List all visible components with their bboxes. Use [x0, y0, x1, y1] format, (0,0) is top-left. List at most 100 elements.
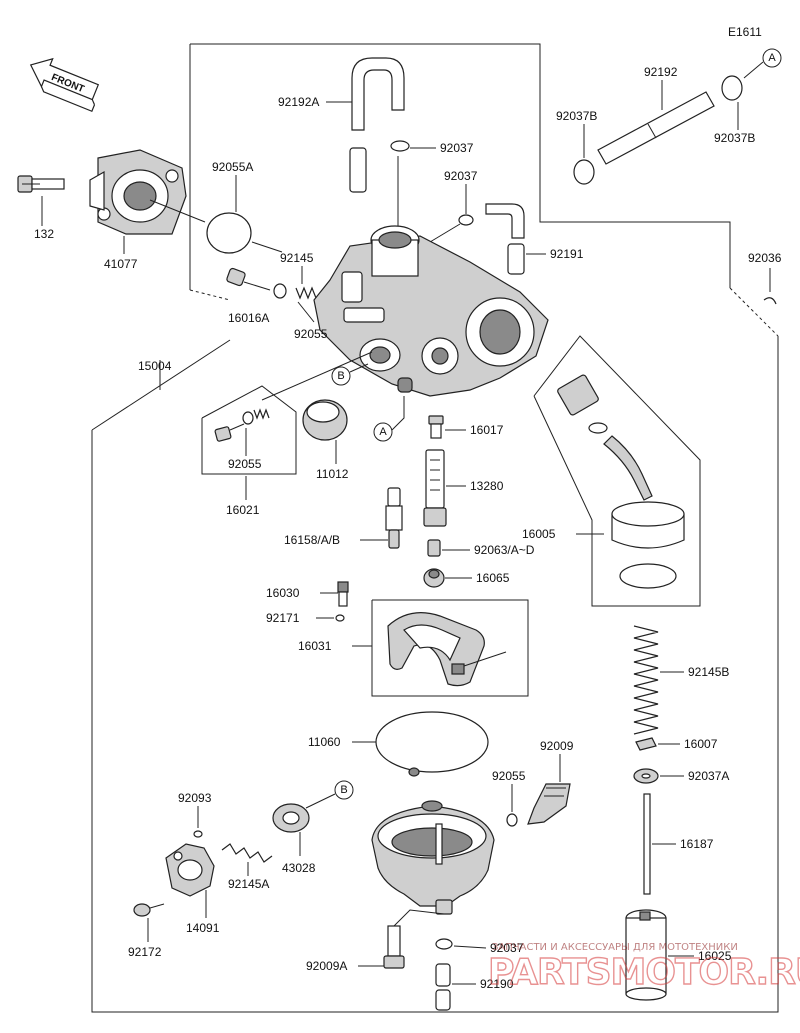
callout-b-lower — [334, 780, 354, 800]
label-92036: 92036 — [748, 251, 782, 265]
label-15004: 15004 — [138, 359, 172, 373]
label-16031: 16031 — [298, 639, 332, 653]
o-ring-92055-bottom — [506, 813, 518, 827]
label-92145: 92145 — [280, 251, 314, 265]
label-11060: 11060 — [308, 735, 341, 749]
callout-a-top-label: A — [768, 52, 776, 64]
label-16021: 16021 — [226, 503, 260, 517]
label-92009: 92009 — [540, 739, 574, 753]
label-132: 132 — [34, 227, 54, 241]
label-16017: 16017 — [470, 423, 504, 437]
front-arrow-icon: FRONT — [29, 57, 100, 113]
watermark-brand: PARTSMOTOR.RU — [488, 952, 800, 993]
emulsion-tube-13280 — [423, 449, 447, 527]
hose-92191 — [485, 203, 525, 275]
needle-16158 — [385, 487, 403, 549]
clip-92037-top — [390, 140, 410, 152]
pilot-screw-16016 — [226, 267, 271, 291]
cover-14091 — [165, 843, 215, 897]
bolt-132 — [17, 175, 65, 193]
label-43028: 43028 — [282, 861, 316, 875]
label-16030: 16030 — [266, 586, 300, 600]
label-16187: 16187 — [680, 837, 714, 851]
label-92037-bottom: 92037 — [490, 941, 524, 955]
callout-b-upper — [331, 366, 351, 386]
callout-b-lower-label: B — [340, 784, 347, 796]
label-11012: 11012 — [316, 467, 349, 481]
o-ring-92055A — [206, 212, 252, 254]
main-assembly-frame — [91, 43, 779, 1013]
jet-92063 — [427, 539, 441, 557]
label-13280: 13280 — [470, 479, 504, 493]
clip-92037-mid — [458, 214, 474, 226]
diaphragm-43028 — [272, 803, 310, 833]
spring-92145A — [221, 843, 273, 863]
label-16005: 16005 — [522, 527, 556, 541]
float-16031 — [371, 599, 529, 697]
hose-92190 — [435, 963, 451, 1011]
diagram-id: E1611 — [728, 25, 762, 39]
label-92009A: 92009A — [306, 959, 347, 973]
watermark-tagline: ЗАПЧАСТИ И АКСЕССУАРЫ ДЛЯ МОТОТЕХНИКИ — [492, 942, 738, 953]
intake-pipe-41077 — [89, 149, 187, 235]
hose-92192A — [349, 57, 405, 193]
hose-92192 — [597, 91, 715, 165]
label-92055-bottom: 92055 — [492, 769, 526, 783]
clip-92037B-left — [573, 159, 595, 185]
label-14091: 14091 — [186, 921, 220, 935]
part-16065 — [423, 568, 445, 588]
clip-92037A — [633, 768, 659, 784]
callout-a-mid — [373, 422, 393, 442]
label-16025: 16025 — [698, 949, 732, 963]
jet-16017 — [428, 415, 444, 439]
label-92055-inset: 92055 — [228, 457, 262, 471]
label-92037B-left: 92037B — [556, 109, 597, 123]
callout-b-upper-label: B — [337, 370, 344, 382]
valve-16030 — [337, 581, 349, 607]
label-92093: 92093 — [178, 791, 212, 805]
label-92037A: 92037A — [688, 769, 729, 783]
label-92192A: 92192A — [278, 95, 319, 109]
clip-92037-bottom — [435, 938, 453, 950]
label-92037B-right: 92037B — [714, 131, 755, 145]
label-41077: 41077 — [104, 257, 138, 271]
label-92191: 92191 — [550, 247, 584, 261]
inset-16021 — [201, 385, 297, 475]
label-92190: 92190 — [480, 977, 514, 991]
callout-a-top — [762, 48, 782, 68]
label-92055A: 92055A — [212, 160, 253, 174]
spring-92145 — [295, 286, 317, 300]
label-16016: 16016A — [228, 311, 269, 325]
clip-92171 — [335, 614, 345, 622]
label-16007: 16007 — [684, 737, 718, 751]
label-92063: 92063/A~D — [474, 543, 535, 557]
float-needle-92009 — [527, 783, 571, 825]
gasket-tab — [408, 767, 420, 777]
label-92037-mid: 92037 — [444, 169, 478, 183]
label-92055-mid: 92055 — [294, 327, 328, 341]
label-92145B: 92145B — [688, 665, 729, 679]
label-92037-top: 92037 — [440, 141, 474, 155]
clip-92037B-right — [721, 75, 743, 101]
label-92172: 92172 — [128, 945, 162, 959]
top-assembly-16005 — [533, 335, 701, 607]
drain-screw-92009A — [383, 925, 405, 969]
label-16158: 16158/A/B — [284, 533, 340, 547]
clip-92036 — [763, 297, 777, 305]
label-16065: 16065 — [476, 571, 510, 585]
throttle-valve-16025 — [625, 909, 667, 1001]
spring-92145B — [633, 625, 659, 735]
part-92093 — [193, 830, 203, 838]
label-92145A: 92145A — [228, 877, 269, 891]
gasket-11060 — [375, 711, 489, 773]
clip-16007 — [635, 737, 657, 751]
float-bowl — [371, 800, 495, 915]
cap-11012 — [302, 399, 348, 441]
label-92192: 92192 — [644, 65, 678, 79]
callout-a-mid-label: A — [379, 426, 387, 438]
o-ring-92055-mid — [273, 283, 287, 299]
jet-needle-16187 — [643, 793, 651, 895]
carburetor-body — [313, 225, 549, 397]
screw-92172 — [133, 903, 165, 917]
